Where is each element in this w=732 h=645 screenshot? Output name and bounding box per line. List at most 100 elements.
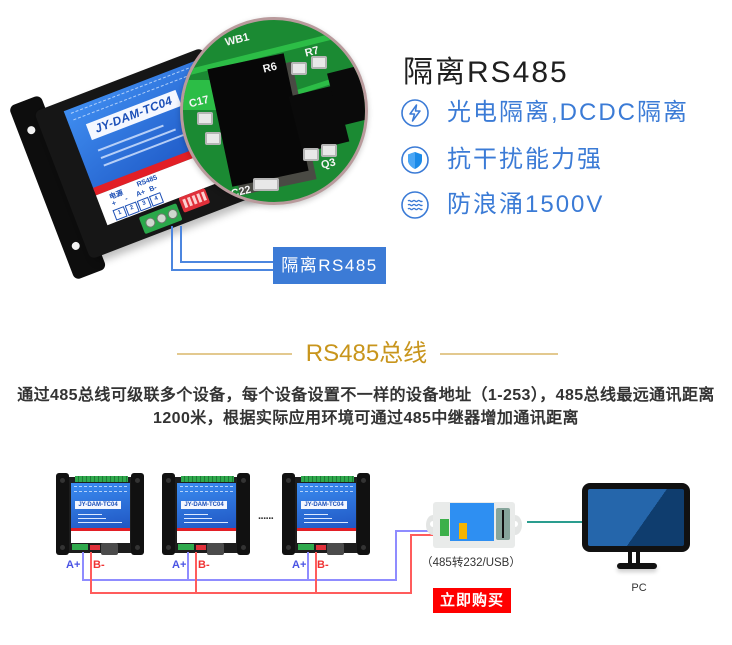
feature-title: 隔离RS485 (403, 56, 569, 89)
bus-wire-b (90, 592, 412, 594)
device-rail (357, 473, 370, 555)
spec-line (78, 514, 102, 515)
callout-wire (171, 269, 273, 271)
dip-switch (316, 545, 326, 550)
device-rail (56, 473, 69, 555)
bus-wire-a (187, 552, 189, 581)
heading-rule-left (177, 353, 292, 355)
device-model-label: JY-DAM-TC04 (75, 501, 121, 509)
more-devices-ellipsis: ...... (258, 510, 274, 522)
converter-db9-port (496, 508, 510, 540)
device-model-label: JY-DAM-TC04 (301, 501, 347, 509)
rs485-terminal (298, 544, 314, 550)
section-heading: RS485总线 (305, 340, 428, 367)
feature-text: 抗干扰能力强 (447, 146, 603, 173)
bus-wire-a (307, 552, 309, 581)
description-line: 通过485总线可级联多个设备，每个设备设置不一样的设备地址（1-253），485… (17, 387, 715, 404)
bus-wire-b (195, 552, 197, 594)
pcb-label: WB1 (223, 31, 251, 49)
converter-chip (459, 523, 467, 539)
bus-wire-b (410, 534, 441, 536)
spec-line (304, 514, 328, 515)
a-plus-label: A+ (292, 559, 307, 571)
lightning-icon (401, 99, 429, 127)
pc-label: PC (631, 582, 647, 594)
channel-markings (300, 486, 353, 492)
device-rail (162, 473, 175, 555)
callout-wire (171, 226, 173, 271)
pc-link-wire (527, 521, 582, 523)
terminal-legend (71, 531, 130, 543)
b-minus-label: B- (317, 559, 329, 571)
solder-pad (205, 132, 221, 145)
solder-pad (321, 144, 337, 157)
callout-wire (180, 261, 273, 263)
device-rail (282, 473, 295, 555)
mount-hole (26, 124, 37, 136)
shield-icon (401, 146, 429, 174)
terminal-screw (166, 207, 180, 221)
converter-terminal (440, 519, 449, 536)
dip-switch (90, 545, 100, 550)
bus-wire-a (82, 552, 84, 581)
bus-wire-b (90, 552, 92, 594)
rs485-terminal (178, 544, 194, 550)
solder-pad (303, 148, 319, 161)
monitor-screen (588, 489, 684, 546)
b-minus-label: B- (198, 559, 210, 571)
monitor-base (617, 563, 657, 569)
description-line: 1200米，根据实际应用环境可通过485中继器增加通讯距离 (153, 410, 579, 427)
rs485-terminal (72, 544, 88, 550)
device-rail (131, 473, 144, 555)
spec-line (304, 522, 348, 523)
top-terminal (301, 476, 354, 482)
bus-wire-a (395, 530, 397, 581)
top-terminal (75, 476, 128, 482)
bus-wire-b (315, 552, 317, 594)
channel-markings (180, 486, 233, 492)
b-minus-label: B- (93, 559, 105, 571)
spec-line (78, 522, 122, 523)
io-device-1: JY-DAM-TC04 (56, 473, 144, 555)
feature-text: 光电隔离,DCDC隔离 (447, 99, 689, 126)
mount-hole (70, 240, 81, 252)
dip-switch (196, 545, 206, 550)
panel-red-band (297, 528, 356, 531)
heading-rule-right (440, 353, 558, 355)
bus-wire-b (410, 534, 412, 594)
isolated-rs485-callout: 隔离RS485 (273, 247, 386, 284)
pc-monitor-icon (582, 483, 690, 552)
db9-connector (207, 543, 224, 555)
panel-red-band (71, 528, 130, 531)
spec-line (184, 518, 212, 519)
device-model-label: JY-DAM-TC04 (181, 501, 227, 509)
bus-wire-a (395, 530, 441, 532)
panel-red-band (177, 528, 236, 531)
buy-now-button[interactable]: 立即购买 (433, 588, 511, 613)
spec-line (184, 514, 208, 515)
feature-text: 防浪涌1500V (447, 191, 605, 218)
terminal-screw (143, 216, 157, 230)
pcb-magnifier: WB1 R6 R7 C17 Q3 C22 (180, 17, 368, 205)
pcb-label: Q3 (319, 156, 337, 172)
monitor-stand (636, 552, 640, 564)
db9-connector (327, 543, 344, 555)
io-device-3: JY-DAM-TC04 (282, 473, 370, 555)
monitor-stand (628, 552, 632, 564)
terminal-legend (177, 531, 236, 543)
spec-line (304, 518, 332, 519)
a-plus-label: A+ (172, 559, 187, 571)
wave-icon (401, 191, 429, 219)
io-device-2: JY-DAM-TC04 (162, 473, 250, 555)
channel-markings (74, 486, 127, 492)
solder-pad (291, 62, 307, 75)
device-rail (237, 473, 250, 555)
db9-connector (101, 543, 118, 555)
terminal-screw (155, 211, 169, 225)
converter-label: （485转232/USB） (421, 557, 521, 569)
spec-line (184, 522, 228, 523)
solder-pad (197, 112, 213, 125)
bus-wire-a (82, 579, 397, 581)
solder-pad (253, 178, 279, 191)
a-plus-label: A+ (66, 559, 81, 571)
